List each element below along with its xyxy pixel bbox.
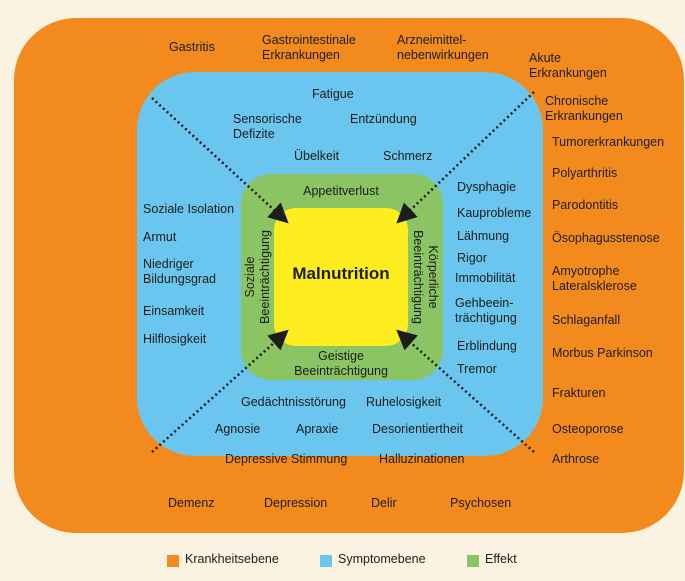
malnutrition-core (274, 208, 408, 346)
disease-item: Ösophagusstenose (552, 231, 660, 245)
symptom-item: Gedächtnisstörung (241, 395, 346, 409)
symptom-item: Tremor (457, 362, 497, 376)
symptom-item: Gehbeein- trächtigung (455, 296, 517, 325)
symptom-item: Einsamkeit (143, 304, 205, 318)
disease-item: Amyotrophe Lateralsklerose (552, 264, 637, 293)
disease-item: Arthrose (552, 452, 600, 466)
disease-item: Akute Erkrankungen (529, 51, 607, 80)
symptom-item: Soziale Isolation (143, 202, 235, 216)
symptom-item: Armut (143, 230, 177, 244)
legend-label-symptom: Symptomebene (338, 552, 426, 566)
symptom-item: Sensorische Defizite (233, 112, 302, 141)
symptom-item: Niedriger Bildungsgrad (143, 257, 216, 286)
symptom-item: Lähmung (457, 229, 510, 243)
symptom-item: Depressive Stimmung (225, 452, 348, 466)
symptom-item: Desorientiertheit (372, 422, 464, 436)
effect-right: Körperliche Beeinträchtigung (411, 230, 440, 324)
legend: Krankheitsebene Symptomebene Effekt (0, 545, 685, 575)
disease-item: Psychosen (450, 496, 512, 510)
disease-item: Gastritis (169, 40, 215, 54)
legend-label-disease: Krankheitsebene (185, 552, 279, 566)
disease-item: Demenz (168, 496, 215, 510)
symptom-item: Dysphagie (457, 180, 517, 194)
symptom-item: Hilflosigkeit (143, 332, 207, 346)
legend-swatch-symptom (320, 555, 332, 567)
disease-item: Depression (264, 496, 328, 510)
effect-bottom: Geistige Beeinträchtigung (294, 349, 388, 378)
symptom-item: Kauprobleme (457, 206, 532, 220)
symptom-item: Übelkeit (294, 149, 340, 163)
disease-item: Gastrointestinale Erkrankungen (262, 33, 356, 62)
symptom-item: Erblindung (457, 339, 517, 353)
symptom-item: Ruhelosigkeit (366, 395, 442, 409)
symptom-item: Halluzinationen (379, 452, 465, 466)
symptom-item: Agnosie (215, 422, 261, 436)
legend-swatch-disease (167, 555, 179, 567)
legend-label-effect: Effekt (485, 552, 517, 566)
symptom-item: Rigor (457, 251, 487, 265)
symptom-item: Immobilität (455, 271, 516, 285)
symptom-item: Entzündung (350, 112, 417, 126)
arrow-top-left (151, 97, 289, 224)
arrow-top-right (396, 91, 535, 224)
symptom-item: Apraxie (296, 422, 339, 436)
disease-item: Delir (371, 496, 397, 510)
effect-top: Appetitverlust (303, 184, 379, 198)
effect-left: Soziale Beeinträchtigung (243, 230, 272, 324)
disease-item: Chronische Erkrankungen (545, 94, 623, 123)
disease-item: Morbus Parkinson (552, 346, 653, 360)
disease-item: Tumorerkrankungen (552, 135, 665, 149)
disease-item: Parodontitis (552, 198, 619, 212)
disease-item: Frakturen (552, 386, 606, 400)
symptom-item: Fatigue (312, 87, 354, 101)
disease-item: Arzneimittel- nebenwirkungen (397, 33, 489, 62)
symptom-item: Schmerz (383, 149, 433, 163)
disease-item: Polyarthritis (552, 166, 618, 180)
disease-item: Schlaganfall (552, 313, 621, 327)
disease-item: Osteoporose (552, 422, 624, 436)
legend-swatch-effect (467, 555, 479, 567)
center-title: Malnutrition (292, 264, 390, 283)
